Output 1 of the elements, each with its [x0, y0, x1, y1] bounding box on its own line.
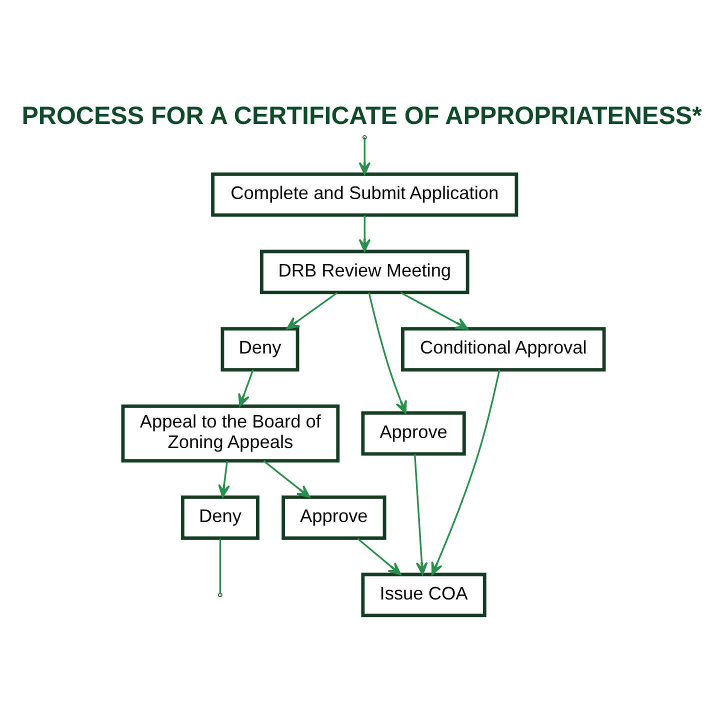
diagram-title: PROCESS FOR A CERTIFICATE OF APPROPRIATENESS* [22, 101, 702, 130]
